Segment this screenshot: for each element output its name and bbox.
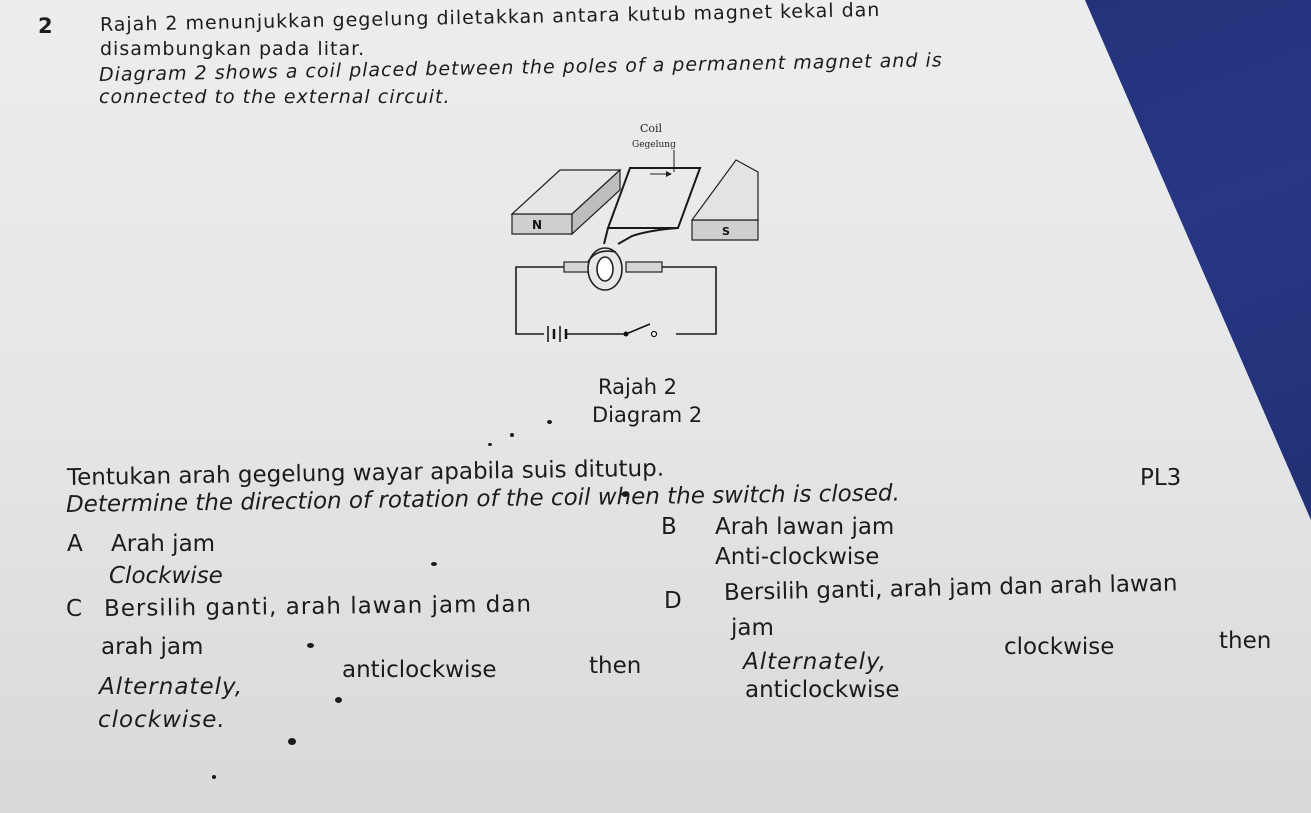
option-a-letter[interactable]: A xyxy=(67,531,83,557)
option-c-english-alternately[interactable]: Alternately, xyxy=(99,674,244,700)
smudge-mark xyxy=(335,697,342,703)
caption-english: Diagram 2 xyxy=(592,403,703,427)
option-d-english-then[interactable]: then xyxy=(1219,628,1272,654)
north-label: N xyxy=(532,218,542,232)
smudge-mark xyxy=(510,433,514,437)
smudge-mark xyxy=(547,420,552,424)
smudge-mark xyxy=(488,443,492,446)
battery-symbol xyxy=(547,326,568,342)
motor-diagram: Coil Gegelung N S xyxy=(510,122,759,342)
option-c-malay-line-2[interactable]: arah jam xyxy=(101,634,204,660)
smudge-mark xyxy=(307,643,314,648)
switch-symbol xyxy=(623,323,658,338)
smudge-mark xyxy=(288,738,296,745)
option-c-english-clockwise[interactable]: clockwise. xyxy=(98,707,226,733)
option-d-english-anticlockwise[interactable]: anticlockwise xyxy=(745,677,900,703)
option-c-letter[interactable]: C xyxy=(66,596,83,622)
option-c-english-anticlockwise[interactable]: anticlockwise xyxy=(342,657,497,683)
stem-english-line-2: connected to the external circuit. xyxy=(99,86,451,108)
option-c-malay-line-1[interactable]: Bersilih ganti, arah lawan jam dan xyxy=(103,591,533,622)
stem-malay-line-2: disambungkan pada litar. xyxy=(100,38,366,60)
option-a-malay[interactable]: Arah jam xyxy=(111,531,216,557)
option-b-malay[interactable]: Arah lawan jam xyxy=(715,514,895,540)
option-c-english-then[interactable]: then xyxy=(589,653,642,679)
coil-wire xyxy=(603,167,702,245)
caption-malay: Rajah 2 xyxy=(598,375,678,399)
option-d-english-clockwise[interactable]: clockwise xyxy=(1004,634,1115,660)
question-number: 2 xyxy=(38,14,53,38)
smudge-mark xyxy=(431,562,437,566)
smudge-mark xyxy=(622,492,628,497)
option-d-english-alternately[interactable]: Alternately, xyxy=(743,649,888,675)
external-circuit xyxy=(515,266,717,335)
smudge-mark xyxy=(212,775,216,779)
option-b-letter[interactable]: B xyxy=(661,514,677,540)
commutator-brushes xyxy=(563,247,663,291)
option-d-malay-line-2[interactable]: jam xyxy=(731,615,774,641)
option-a-english[interactable]: Clockwise xyxy=(109,563,223,589)
north-pole-magnet: N xyxy=(510,168,622,236)
option-d-letter[interactable]: D xyxy=(664,588,682,614)
south-pole-magnet: S xyxy=(690,159,759,241)
performance-level-tag: PL3 xyxy=(1140,465,1182,491)
option-b-english[interactable]: Anti-clockwise xyxy=(715,544,880,570)
south-label: S xyxy=(722,225,730,238)
gegelung-label: Gegelung xyxy=(632,140,676,150)
coil-label: Coil xyxy=(640,122,663,135)
